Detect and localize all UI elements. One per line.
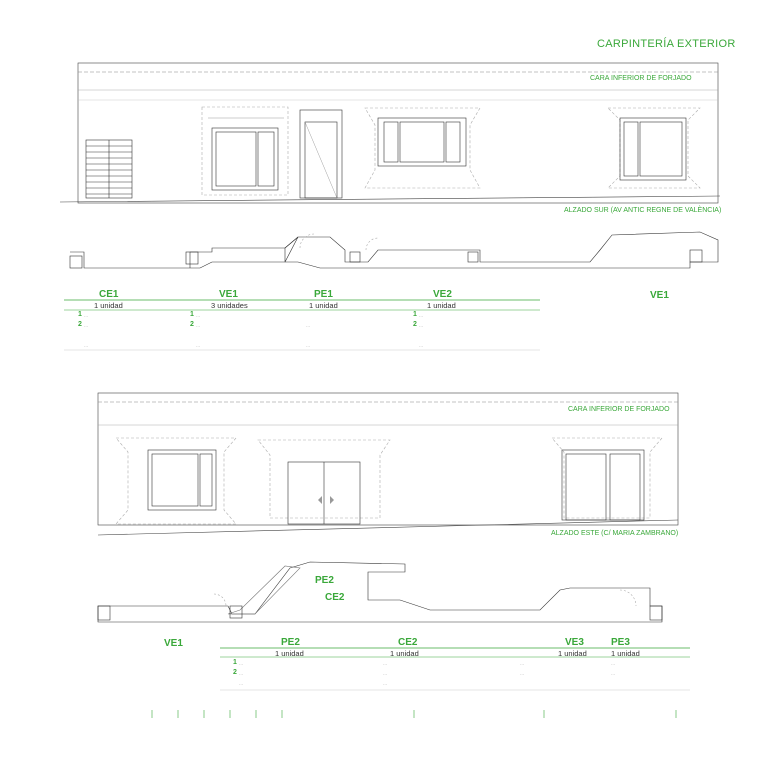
item-desc: ... bbox=[239, 661, 244, 667]
item-note-number: 2 bbox=[413, 321, 417, 328]
item-units: 1 unidad bbox=[611, 649, 640, 658]
item-desc: ... bbox=[84, 323, 89, 329]
item-desc: ... bbox=[196, 323, 201, 329]
top-ceiling-label: CARA INFERIOR DE FORJADO bbox=[590, 75, 692, 82]
item-desc: ... bbox=[419, 323, 424, 329]
item-desc: ... bbox=[383, 671, 388, 677]
item-desc: ... bbox=[611, 661, 616, 667]
item-code: PE1 bbox=[314, 289, 333, 300]
item-code: PE3 bbox=[611, 637, 630, 648]
ve1-bottom-elevation bbox=[115, 437, 237, 525]
item-desc: ... bbox=[84, 313, 89, 319]
item-code: VE3 bbox=[565, 637, 584, 648]
bottom-ceiling-label: CARA INFERIOR DE FORJADO bbox=[568, 406, 670, 413]
ce1-elevation bbox=[85, 139, 133, 199]
item-desc: ... bbox=[419, 343, 424, 349]
item-units: 1 unidad bbox=[427, 301, 456, 310]
item-note-number: 1 bbox=[233, 659, 237, 666]
item-units: 1 unidad bbox=[275, 649, 304, 658]
item-note-number: 2 bbox=[190, 321, 194, 328]
top-floor-plan bbox=[69, 231, 719, 269]
item-code: VE2 bbox=[433, 289, 452, 300]
plan-tag-pe2: PE2 bbox=[315, 575, 334, 586]
ve3-elevation bbox=[551, 437, 663, 521]
plan-tag-ce2: CE2 bbox=[325, 592, 345, 603]
plan-tag-ve1: VE1 bbox=[164, 638, 183, 649]
ve1-elevation bbox=[201, 106, 289, 196]
grid-axis-ticks bbox=[151, 710, 677, 718]
item-desc: ... bbox=[383, 681, 388, 687]
item-desc: ... bbox=[239, 671, 244, 677]
bottom-elevation-label: ALZADO ESTE (C/ MARIA ZAMBRANO) bbox=[551, 530, 679, 537]
drawing-title: CARPINTERÍA EXTERIOR bbox=[597, 38, 736, 50]
top-elevation-frame bbox=[77, 62, 719, 204]
item-desc: ... bbox=[239, 681, 244, 687]
item-code: PE2 bbox=[281, 637, 300, 648]
top-elevation-label: ALZADO SUR (AV ANTIC REGNE DE VALÈNCIA) bbox=[564, 207, 722, 214]
pe2-elevation bbox=[257, 439, 391, 525]
pe1-elevation bbox=[299, 109, 343, 199]
item-note-number: 1 bbox=[190, 311, 194, 318]
item-desc: ... bbox=[520, 671, 525, 677]
item-desc: ... bbox=[196, 313, 201, 319]
item-units: 1 unidad bbox=[558, 649, 587, 658]
item-note-number: 1 bbox=[413, 311, 417, 318]
item-desc: ... bbox=[306, 343, 311, 349]
item-code: CE1 bbox=[99, 289, 119, 300]
item-units: 1 unidad bbox=[309, 301, 338, 310]
ve1-right-elevation bbox=[607, 107, 701, 189]
item-code: VE1 bbox=[219, 289, 238, 300]
item-units: 3 unidades bbox=[211, 301, 248, 310]
ve2-elevation bbox=[364, 107, 481, 189]
item-desc: ... bbox=[306, 323, 311, 329]
item-note-number: 1 bbox=[78, 311, 82, 318]
bottom-floor-plan bbox=[97, 561, 663, 623]
item-desc: ... bbox=[84, 343, 89, 349]
item-desc: ... bbox=[520, 661, 525, 667]
item-desc: ... bbox=[611, 671, 616, 677]
item-desc: ... bbox=[196, 343, 201, 349]
bottom-elevation-frame bbox=[97, 392, 679, 526]
item-units: 1 unidad bbox=[390, 649, 419, 658]
item-units: 1 unidad bbox=[94, 301, 123, 310]
item-code: CE2 bbox=[398, 637, 418, 648]
top-plan-tag-ve1: VE1 bbox=[650, 290, 669, 301]
item-note-number: 2 bbox=[78, 321, 82, 328]
item-desc: ... bbox=[419, 313, 424, 319]
item-note-number: 2 bbox=[233, 669, 237, 676]
item-desc: ... bbox=[383, 661, 388, 667]
